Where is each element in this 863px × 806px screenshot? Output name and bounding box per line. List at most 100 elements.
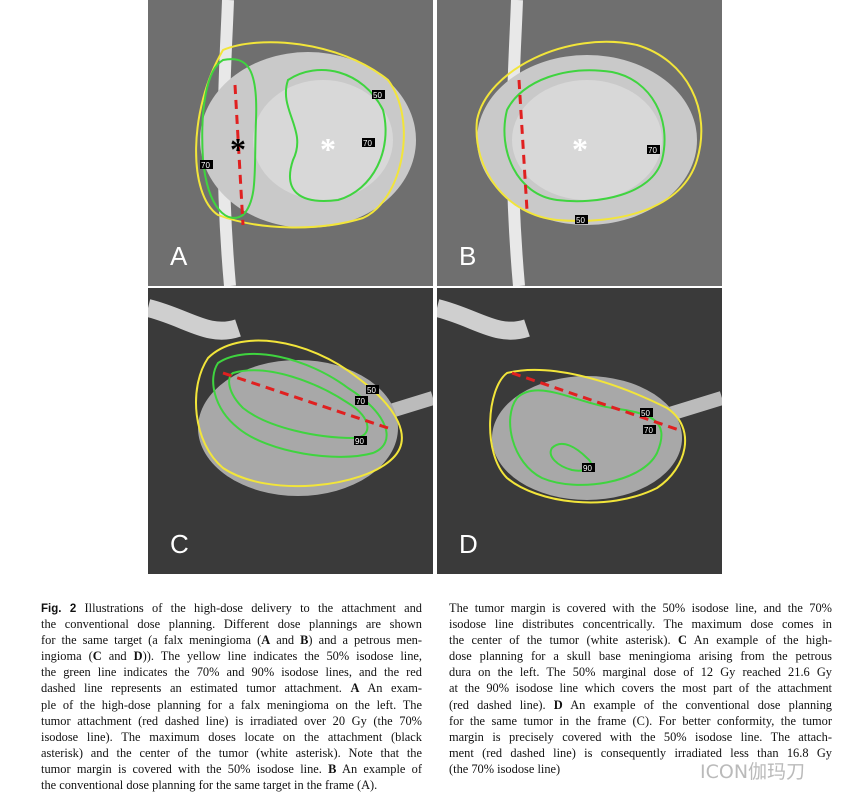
caption-line: (red dashed line). D An example of the c… bbox=[449, 697, 832, 713]
caption-line: Fig. 2 Illustrations of the high-dose de… bbox=[41, 600, 422, 616]
panel-reference: D bbox=[133, 649, 143, 664]
caption-text: Illustrations of the high-dose delivery … bbox=[76, 601, 423, 615]
caption-text: tumor attachment (red dashed line) is ir… bbox=[41, 713, 422, 728]
caption-line: the conventional dose planning. Differen… bbox=[41, 616, 422, 632]
caption-text: ) and a petrous men- bbox=[308, 633, 423, 648]
caption-text: The tumor margin is covered with the 50%… bbox=[449, 601, 832, 615]
caption-line: margin is precisely covered with the 50%… bbox=[449, 729, 832, 745]
caption-line: at the 90% isodose line which covers the… bbox=[449, 680, 832, 696]
caption-text: ple of the high-dose planning for a falx… bbox=[41, 697, 422, 712]
iso-label: 70 bbox=[356, 397, 365, 406]
isodose-90-line bbox=[228, 369, 369, 440]
caption-text: the conventional dose planning. Differen… bbox=[41, 617, 422, 632]
caption-text: margin is precisely covered with the 50%… bbox=[449, 729, 832, 744]
mri-image-b: * 70 50 bbox=[437, 0, 722, 286]
watermark: ICON伽玛刀 bbox=[700, 761, 806, 783]
caption-text: the center of the tumor (white asterisk)… bbox=[449, 633, 678, 648]
caption-text: )). The yellow line indicates the 50% is… bbox=[142, 649, 423, 664]
caption-text: for the same target (a falx meningioma ( bbox=[41, 633, 262, 648]
caption-text: dose planning for a skull base meningiom… bbox=[449, 649, 832, 664]
caption-line: isodose line). The maximum doses locate … bbox=[41, 729, 422, 745]
mri-image-a: * * 50 70 70 bbox=[148, 0, 433, 286]
caption-text: An example of bbox=[336, 761, 422, 776]
panel-label: B bbox=[459, 241, 477, 271]
panel-c: 50 70 90 C bbox=[148, 288, 433, 574]
caption-line: asterisk) and the center of the tumor (w… bbox=[41, 745, 422, 761]
iso-label: 70 bbox=[648, 146, 657, 155]
isodose-70-line bbox=[509, 389, 663, 486]
caption-line: dashed line represents an estimated tumo… bbox=[41, 680, 422, 696]
caption-line: (the 70% isodose line) bbox=[449, 761, 832, 777]
caption-text: isodose line). The maximum doses locate … bbox=[41, 729, 422, 744]
caption-text: (red dashed line). bbox=[449, 697, 554, 712]
caption-line: the center of the tumor (white asterisk)… bbox=[449, 632, 832, 648]
caption-line: The tumor margin is covered with the 50%… bbox=[449, 600, 832, 616]
panel-reference: D bbox=[553, 697, 563, 712]
caption-line: tumor margin is covered with the 50% iso… bbox=[41, 761, 422, 777]
panel-reference: C bbox=[678, 633, 687, 648]
caption-line: for the same tumor in the frame (C). For… bbox=[449, 713, 832, 729]
mri-image-d: 50 70 90 bbox=[437, 288, 722, 574]
iso-label: 50 bbox=[367, 386, 376, 395]
iso-label: 90 bbox=[355, 437, 364, 446]
panel-label: C bbox=[170, 529, 189, 559]
caption-text: dashed line represents an estimated tumo… bbox=[41, 681, 351, 696]
caption-right-column: The tumor margin is covered with the 50%… bbox=[449, 600, 832, 777]
iso-label: 50 bbox=[373, 91, 382, 100]
iso-label: 70 bbox=[363, 139, 372, 148]
caption-text: tumor margin is covered with the 50% iso… bbox=[41, 761, 329, 776]
isodose-70-line bbox=[212, 352, 388, 458]
isodose-50-line bbox=[195, 41, 405, 229]
iso-label: 70 bbox=[644, 426, 653, 435]
white-asterisk: * bbox=[320, 131, 336, 167]
caption-line: dura on the left. The 50% marginal dose … bbox=[449, 664, 832, 680]
caption-text: (the 70% isodose line) bbox=[449, 761, 561, 776]
iso-label: 90 bbox=[583, 464, 592, 473]
panel-label: A bbox=[170, 241, 188, 271]
caption-line: tumor attachment (red dashed line) is ir… bbox=[41, 713, 422, 729]
black-asterisk: * bbox=[230, 131, 246, 167]
caption-line: dose planning for a skull base meningiom… bbox=[449, 648, 832, 664]
caption-line: ple of the high-dose planning for a falx… bbox=[41, 697, 422, 713]
panel-reference: C bbox=[92, 649, 102, 664]
panel-label: D bbox=[459, 529, 478, 559]
caption-text: the green line indicates the 70% and 90%… bbox=[41, 665, 422, 680]
panel-a: * * 50 70 70 A bbox=[148, 0, 433, 286]
caption-left-column: Fig. 2 Illustrations of the high-dose de… bbox=[41, 600, 422, 793]
isodose-50-line bbox=[475, 40, 703, 222]
panel-d: 50 70 90 D bbox=[437, 288, 722, 574]
isodose-50-line bbox=[489, 368, 686, 504]
caption-text: ingioma ( bbox=[41, 649, 93, 664]
caption-text: and bbox=[270, 633, 301, 648]
isodose-70-line bbox=[201, 58, 258, 219]
iso-label: 50 bbox=[641, 409, 650, 418]
figure-label: Fig. 2 bbox=[41, 603, 77, 615]
iso-label: 50 bbox=[576, 216, 585, 225]
isodose-50-line bbox=[195, 339, 403, 488]
caption-text: An exam- bbox=[359, 681, 422, 696]
panel-reference: A bbox=[261, 633, 271, 648]
caption-text: dura on the left. The 50% marginal dose … bbox=[449, 665, 832, 680]
caption-text: An example of the high- bbox=[686, 633, 833, 648]
attachment-line bbox=[517, 79, 529, 211]
iso-label: 70 bbox=[201, 161, 210, 170]
caption-text: isodose line distributes concentrically.… bbox=[449, 617, 832, 632]
panel-b: * 70 50 B bbox=[437, 0, 722, 286]
white-asterisk: * bbox=[572, 131, 588, 167]
caption-text: ment (red dashed line) is consequently i… bbox=[449, 745, 832, 760]
caption-line: the green line indicates the 70% and 90%… bbox=[41, 664, 422, 680]
caption-text: and bbox=[101, 649, 134, 664]
caption-text: asterisk) and the center of the tumor (w… bbox=[41, 745, 422, 760]
caption-line: isodose line distributes concentrically.… bbox=[449, 616, 832, 632]
caption-text: the conventional dose planning for the s… bbox=[41, 778, 378, 793]
caption-line: ingioma (C and D)). The yellow line indi… bbox=[41, 648, 422, 664]
caption-line: for the same target (a falx meningioma (… bbox=[41, 632, 422, 648]
attachment-line bbox=[233, 84, 245, 226]
isodose-70-line bbox=[285, 69, 387, 202]
panel-reference: A bbox=[350, 681, 360, 696]
caption-text: at the 90% isodose line which covers the… bbox=[449, 681, 832, 696]
caption-text: An example of the conventional dose plan… bbox=[562, 697, 832, 712]
caption-line: ment (red dashed line) is consequently i… bbox=[449, 745, 832, 761]
caption-line: the conventional dose planning for the s… bbox=[41, 777, 422, 793]
panel-reference: B bbox=[328, 761, 337, 776]
